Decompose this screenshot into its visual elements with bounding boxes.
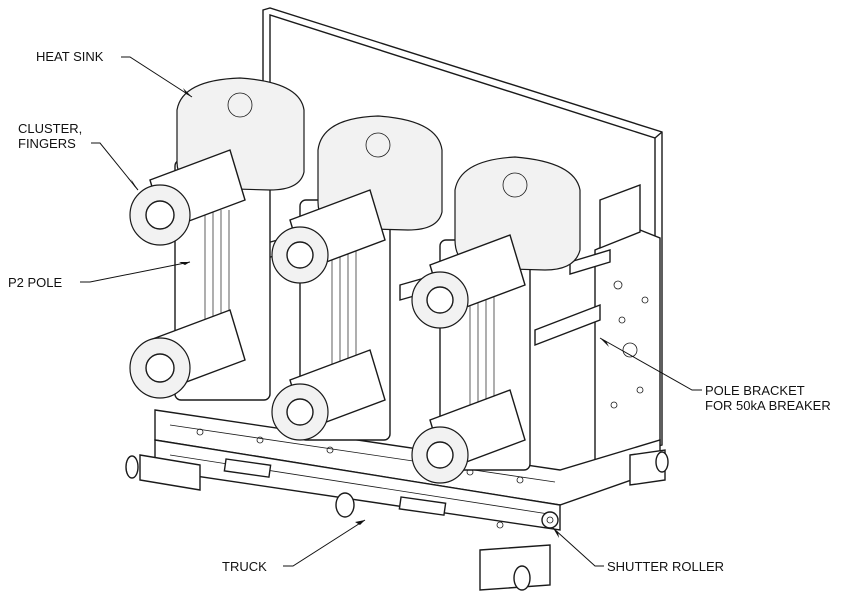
pole-2 <box>271 115 443 441</box>
cluster-fingers-label-line2: FINGERS <box>18 136 76 151</box>
front-wheel <box>479 544 551 591</box>
pole-bracket-label-line2: FOR 50kA BREAKER <box>705 398 831 413</box>
truck-label: TRUCK <box>222 559 267 574</box>
shutter-roller-part <box>541 511 559 529</box>
pole-bracket-label-line1: POLE BRACKET <box>705 383 805 398</box>
p2-pole-label: P2 POLE <box>8 275 63 290</box>
shutter-roller-label: SHUTTER ROLLER <box>607 559 725 574</box>
rear-wheel <box>629 449 669 486</box>
pole-3 <box>411 156 581 484</box>
heat-sink-label: HEAT SINK <box>36 49 104 64</box>
side-frame <box>594 183 661 471</box>
leader-lines <box>80 56 702 567</box>
pole-1 <box>129 77 305 401</box>
cluster-fingers-label-line1: CLUSTER, <box>18 121 83 136</box>
truck-base <box>154 409 661 531</box>
left-wheel <box>125 454 201 491</box>
